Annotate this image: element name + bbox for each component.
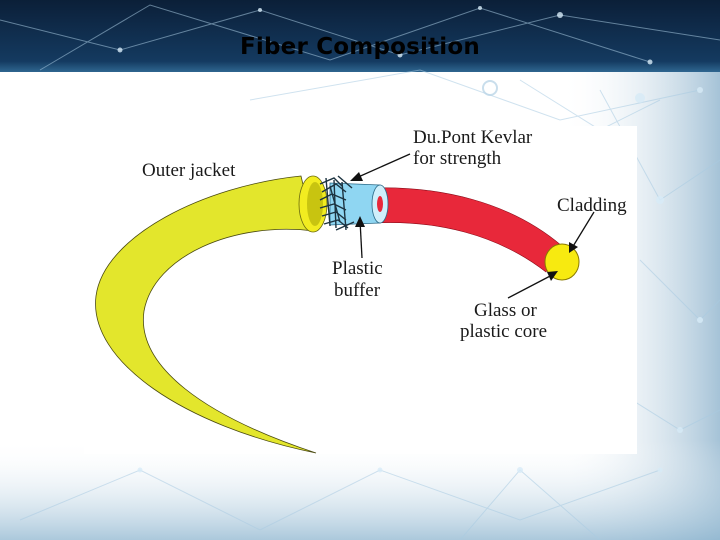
core-arrow-line [507,273,555,299]
kevlar-arrow-head [350,172,363,181]
cladding-arrow-line [571,211,595,249]
label-kevlar-line1: Du.Pont Kevlar [413,127,533,148]
label-buffer-line1: Plastic [332,258,383,279]
kevlar-arrow-line [355,153,411,179]
bottom-edge-tint [0,440,720,540]
label-core-line2: plastic core [460,321,547,342]
core-shape [544,243,580,281]
label-core-line1: Glass or [474,300,537,321]
label-cladding: Cladding [557,195,627,216]
jacket-inner-edge [307,182,323,226]
fiber-diagram: Outer jacket Du.Pont Kevlar for strength… [84,126,637,454]
label-outer-jacket: Outer jacket [142,160,236,181]
network-nodes [117,6,703,473]
cladding-arrow-head [569,242,578,253]
buffer-arrow-head [355,216,365,227]
label-buffer-line2: buffer [334,280,381,301]
slide-title: Fiber Composition [240,34,480,60]
core-arrow-head [547,271,558,281]
label-kevlar-line2: for strength [413,148,502,169]
kevlar-fibers [319,175,355,231]
outer-jacket-shape [95,175,317,454]
buffer-inner [377,196,383,212]
arrow-heads [350,172,578,281]
header-band [0,0,720,72]
leader-lines [355,153,595,299]
